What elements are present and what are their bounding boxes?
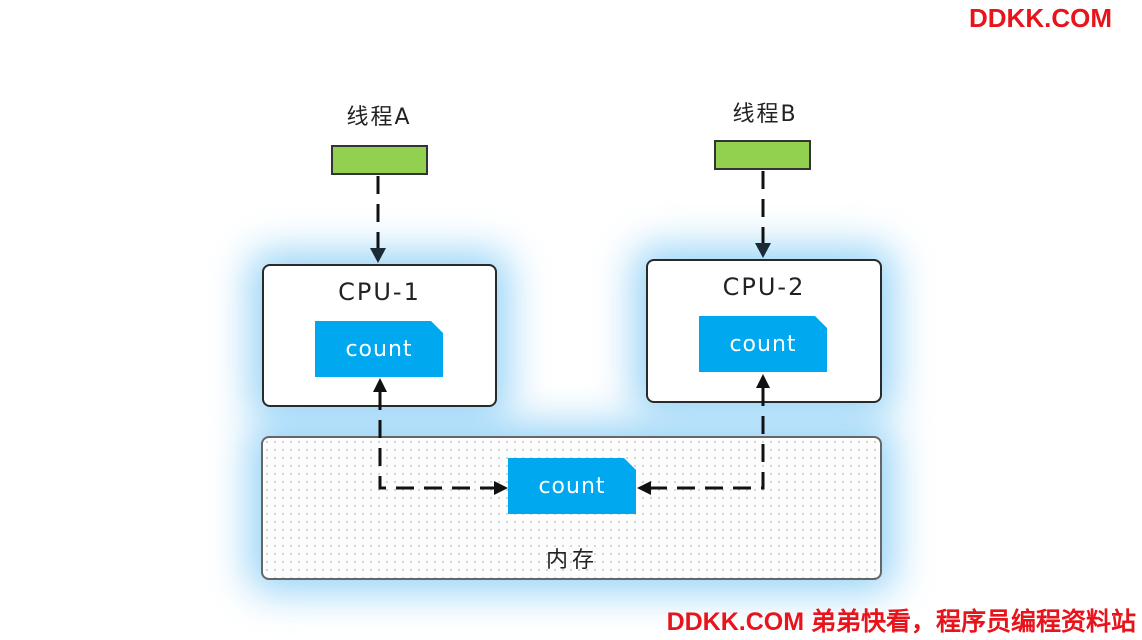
watermark-bottom: DDKK.COM 弟弟快看，程序员编程资料站	[666, 608, 1136, 636]
thread-b-label: 线程B	[732, 102, 798, 127]
memory-box: count 内存	[261, 436, 882, 580]
watermark-top: DDKK.COM	[969, 3, 1112, 33]
cpu-1-label: CPU-1	[338, 278, 421, 306]
cpu-2-cache-count: count	[699, 316, 827, 372]
thread-a-bar	[331, 145, 428, 175]
cpu-2-label: CPU-2	[722, 273, 806, 301]
cpu-1-cache-count: count	[315, 321, 443, 377]
thread-b-bar	[714, 140, 811, 170]
cpu-1-box: CPU-1 count	[262, 264, 497, 407]
memory-count: count	[508, 458, 636, 514]
thread-a-label: 线程A	[346, 105, 412, 130]
memory-label: 内存	[545, 548, 598, 573]
cpu-2-box: CPU-2 count	[646, 259, 882, 403]
